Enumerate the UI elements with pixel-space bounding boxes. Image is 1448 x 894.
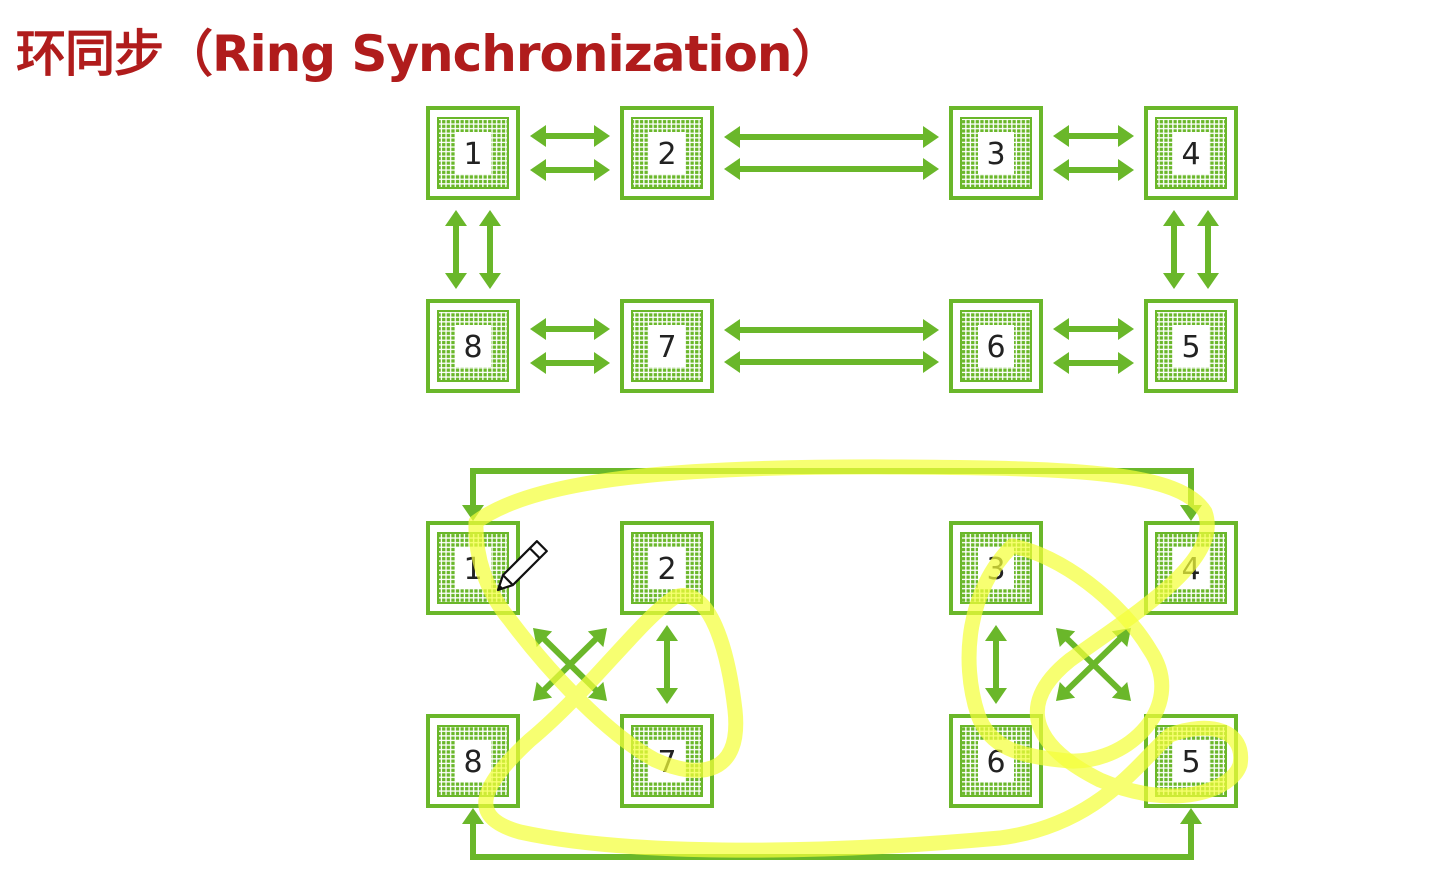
highlight-outer-loop bbox=[468, 459, 1249, 858]
gpu-node-bottom-2: 2 bbox=[620, 521, 714, 615]
link-arrow-row1-pair1-b bbox=[1053, 159, 1134, 181]
gpu-node-label: 4 bbox=[1181, 137, 1200, 172]
gpu-node-label: 2 bbox=[657, 137, 676, 172]
link-arrow-row2-pair1-b bbox=[1053, 352, 1134, 374]
gpu-node-label: 2 bbox=[657, 552, 676, 587]
link-arrow-row1-long-a bbox=[724, 126, 939, 148]
gpu-node-top-1: 1 bbox=[426, 106, 520, 200]
link-arrow-vertical-0-b bbox=[479, 210, 501, 289]
vertical-arrow-2-7 bbox=[656, 625, 678, 704]
gpu-node-label: 8 bbox=[463, 745, 482, 780]
link-arrow-row1-pair1-a bbox=[1053, 125, 1134, 147]
highlight-inner-loop bbox=[961, 538, 1170, 769]
gpu-node-top-4: 4 bbox=[1144, 106, 1238, 200]
link-arrow-row1-long-b bbox=[724, 158, 939, 180]
cross-arrow-0-b bbox=[533, 628, 607, 701]
link-arrow-row2-pair0-b bbox=[530, 352, 610, 374]
vertical-arrow-3-6 bbox=[985, 625, 1007, 704]
link-arrow-row2-pair0-a bbox=[530, 318, 610, 340]
link-arrow-row2-pair1-a bbox=[1053, 318, 1134, 340]
gpu-node-top-7: 7 bbox=[620, 299, 714, 393]
highlighter-annotation bbox=[468, 459, 1249, 858]
top-topology-links bbox=[445, 125, 1219, 374]
gpu-node-label: 5 bbox=[1181, 330, 1200, 365]
gpu-node-top-3: 3 bbox=[949, 106, 1043, 200]
gpu-node-top-2: 2 bbox=[620, 106, 714, 200]
gpu-node-top-6: 6 bbox=[949, 299, 1043, 393]
gpu-node-top-5: 5 bbox=[1144, 299, 1238, 393]
link-arrow-row1-pair0-a bbox=[530, 125, 610, 147]
gpu-node-top-8: 8 bbox=[426, 299, 520, 393]
page-title: 环同步（Ring Synchronization） bbox=[16, 25, 841, 83]
link-arrow-vertical-0-a bbox=[445, 210, 467, 289]
gpu-node-label: 8 bbox=[463, 330, 482, 365]
link-arrow-row1-pair0-b bbox=[530, 159, 610, 181]
gpu-node-label: 5 bbox=[1181, 745, 1200, 780]
gpu-node-label: 7 bbox=[657, 330, 676, 365]
gpu-node-label: 1 bbox=[463, 137, 482, 172]
pencil-icon bbox=[496, 540, 548, 592]
gpu-node-label: 6 bbox=[986, 330, 1005, 365]
link-arrow-vertical-1-b bbox=[1197, 210, 1219, 289]
link-arrow-vertical-1-a bbox=[1163, 210, 1185, 289]
gpu-node-label: 3 bbox=[986, 137, 1005, 172]
link-arrow-row2-long-b bbox=[724, 351, 939, 373]
gpu-node-label: 6 bbox=[986, 745, 1005, 780]
ring-link-bottom bbox=[462, 808, 1202, 860]
link-arrow-row2-long-a bbox=[724, 319, 939, 341]
